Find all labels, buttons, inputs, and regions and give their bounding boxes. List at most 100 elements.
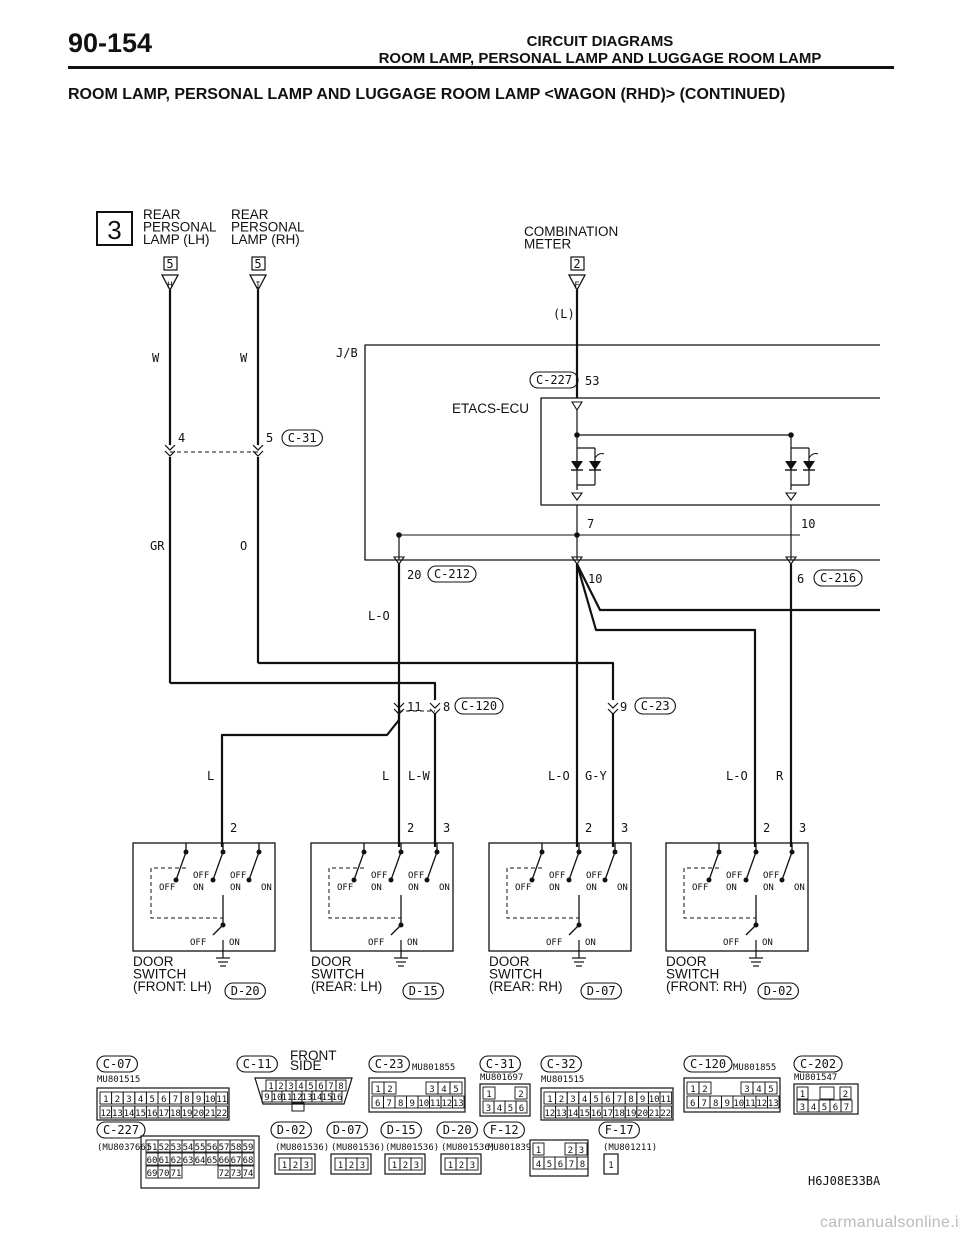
conn-c120-pin: 4: [756, 1085, 761, 1095]
conn-c07-pin: 7: [173, 1095, 178, 1105]
ecu-terminal: [570, 492, 584, 501]
jb-terminal: [392, 556, 406, 565]
door-switch-3-name-line: DOOR: [489, 954, 530, 969]
figure-code: H6J08E33BA: [808, 1174, 881, 1188]
conn-c23-pin: 11: [430, 1099, 441, 1109]
sw-off: OFF: [368, 938, 384, 948]
door-switch-1-name-line: DOOR: [133, 954, 174, 969]
wire-o-to-c23: [258, 661, 615, 700]
door-switch-2-contact-off: [351, 877, 357, 883]
ecu-led-right-led-mark: [808, 453, 819, 459]
rear-lh-conn: H: [167, 281, 172, 291]
rear-personal-lamp-rh-name-line: REAR: [231, 207, 269, 222]
conn-d-15-pin: 2: [403, 1161, 408, 1171]
wire-color-label: W: [152, 351, 160, 365]
door-switch-1-name-line: (FRONT: LH): [133, 979, 212, 994]
conn-c202-pin: 5: [822, 1103, 827, 1113]
wire-color-label: L-W: [408, 769, 430, 783]
sw-on: ON: [408, 883, 419, 893]
conn-part: (MU801536): [331, 1143, 385, 1153]
wire-color-label: (L): [553, 307, 575, 321]
conn-c07-pin: 16: [147, 1109, 158, 1119]
conn-tag-d-02: D-02: [277, 1123, 306, 1137]
wire-color-label: O: [240, 539, 247, 553]
wire-color-label: R: [776, 769, 784, 783]
door-switch-3-name-line: (REAR: RH): [489, 979, 563, 994]
door-switch-4-blade: [745, 924, 757, 936]
conn-c23-pin: 8: [398, 1099, 403, 1109]
connector-tag-c216: C-216: [820, 571, 856, 585]
sw-off: OFF: [586, 871, 602, 881]
conn-c227-cell: [169, 1165, 183, 1179]
jb-node-left: [396, 532, 402, 538]
rear-personal-lamp-lh-name-line: LAMP (LH): [143, 232, 210, 247]
door-switch-1-blade: [212, 924, 224, 936]
conn-c227-pin: 63: [183, 1156, 194, 1166]
door-switch-1-contact-off: [210, 877, 216, 883]
door-switch-4-box: [665, 842, 809, 952]
door-switch-2-contact-off: [424, 877, 430, 883]
sw-on: ON: [407, 938, 418, 948]
wire-color-label: G-Y: [585, 769, 607, 783]
conn-c120-pin: 3: [744, 1085, 749, 1095]
conn-c11-note-line: FRONT: [290, 1048, 337, 1063]
jc-pin-4-chevron: [164, 450, 176, 457]
door-switch-1-contact-off: [246, 877, 252, 883]
door-switch-2-box: [310, 842, 454, 952]
connector-tag-c227-outline: [529, 371, 579, 389]
conn-c202-pin: 1: [800, 1090, 805, 1100]
jb-node: [574, 532, 580, 538]
door-switch-3-contact-blade: [568, 851, 580, 881]
door-switch-2-name-line: SWITCH: [311, 967, 364, 982]
sw-on: ON: [617, 883, 628, 893]
door-switch-1-contact-blade: [248, 851, 260, 881]
conn-c227-pin: 64: [195, 1156, 206, 1166]
conn-tag-f12: F-12: [490, 1123, 519, 1137]
conn-c11-pin: 4: [298, 1082, 303, 1092]
conn-c11-key: [291, 1102, 305, 1112]
conn-c11-pin: 8: [338, 1082, 343, 1092]
conn-d-20-body: [440, 1153, 482, 1175]
jb-label: J/B: [336, 346, 358, 360]
rear-rh-pin: 5: [254, 257, 261, 271]
connector-tag-c216-outline: [813, 569, 863, 587]
conn-part: MU801697: [480, 1073, 523, 1083]
conn-c07-pin: 4: [138, 1095, 143, 1105]
connector-tag-c23: C-23: [641, 699, 670, 713]
door-switch-1-box: [132, 842, 276, 952]
etacs-outline: [540, 397, 880, 506]
pin-number: 53: [585, 374, 599, 388]
jc-c23-9-chevron: [607, 702, 619, 709]
conn-c11-pin: 3: [288, 1082, 293, 1092]
conn-c120-pin: 12: [756, 1099, 767, 1109]
conn-c32-cell: [659, 1091, 673, 1105]
conn-tag-c07: C-07: [103, 1057, 132, 1071]
conn-f12-cell: [576, 1156, 589, 1170]
conn-c32-pin: 8: [628, 1095, 633, 1105]
conn-c11-pin: 2: [278, 1082, 283, 1092]
conn-c23-pin: 10: [418, 1099, 429, 1109]
sw-on: ON: [371, 883, 382, 893]
conn-c227-pin: 60: [147, 1156, 158, 1166]
conn-part: MU801547: [794, 1073, 837, 1083]
door-switch-3-blade: [568, 924, 580, 936]
conn-c31-pin: 1: [486, 1090, 491, 1100]
conn-c32-pin: 11: [660, 1095, 671, 1105]
connector-tag-c120-outline: [454, 697, 504, 715]
conn-c227-pin: 72: [219, 1169, 230, 1179]
conn-tag-c11: C-11: [243, 1057, 272, 1071]
conn-c227-pin: 70: [159, 1169, 170, 1179]
ecu-terminal: [571, 401, 583, 412]
header-title-line1: CIRCUIT DIAGRAMS: [526, 33, 674, 50]
sw-on: ON: [229, 938, 240, 948]
conn-d-20-pin: 1: [448, 1161, 453, 1171]
conn-c227-pin: 52: [159, 1143, 170, 1153]
jc-pin-4-chevron: [164, 444, 176, 451]
conn-c32-pin: 22: [660, 1109, 671, 1119]
conn-c227-pin: 69: [147, 1169, 158, 1179]
conn-c23-pin: 3: [429, 1085, 434, 1095]
conn-c120-pin: 13: [768, 1099, 779, 1109]
wire-color-label: L: [207, 769, 214, 783]
conn-c32-pin: 2: [559, 1095, 564, 1105]
sw-on: ON: [261, 883, 272, 893]
